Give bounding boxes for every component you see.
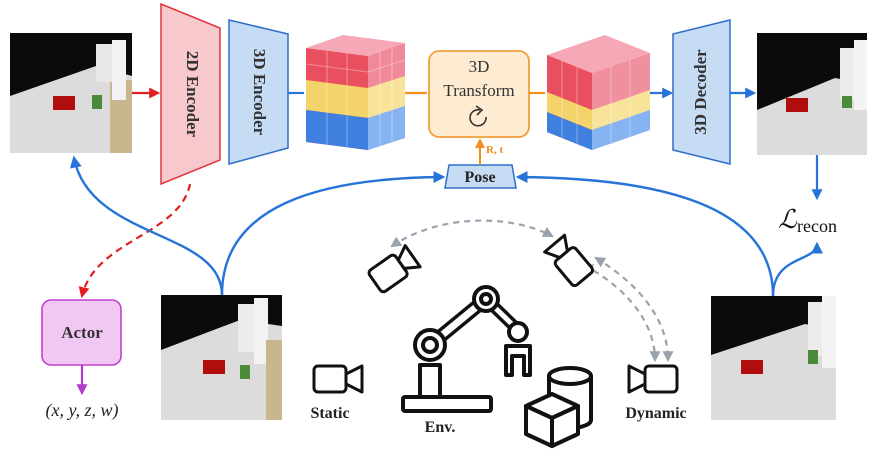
transform-line2: Transform <box>443 81 514 100</box>
actor-label: Actor <box>61 323 103 342</box>
static-camera-label: Static <box>310 405 349 422</box>
camera-icon <box>367 244 422 294</box>
arrow-dynamic-view-to-loss <box>771 241 823 297</box>
arrow-dynamic-view-to-pose <box>515 171 775 297</box>
encoder-3d-block: 3D Encoder <box>228 19 289 165</box>
encoder-3d-label: 3D Encoder <box>250 49 269 136</box>
camera-icon <box>312 364 364 394</box>
loss-subscript: recon <box>797 216 837 236</box>
transformed-voxel-cube <box>547 35 650 150</box>
camera-icon <box>543 233 594 288</box>
encoder-2d-block: 2D Encoder <box>160 2 221 186</box>
encoder-2d-label: 2D Encoder <box>183 51 202 138</box>
static-camera-view-image <box>161 295 282 420</box>
robot-arm-icon <box>401 285 532 413</box>
dynamic-camera-label: Dynamic <box>625 405 686 422</box>
input-scene-image <box>10 33 132 153</box>
pose-label: Pose <box>464 169 495 186</box>
environment-label: Env. <box>425 419 456 436</box>
flow-arrows <box>69 87 823 396</box>
decoder-3d-block: 3D Decoder <box>672 19 731 165</box>
reconstruction-loss: ℒ recon <box>778 205 837 236</box>
environment-group: Static Env. Dynamic <box>310 219 687 448</box>
reconstructed-scene-image <box>757 33 867 155</box>
actor-block: Actor <box>41 299 122 366</box>
pose-block: Pose <box>444 164 517 189</box>
decoder-3d-label: 3D Decoder <box>691 49 710 135</box>
cube-icon <box>524 392 580 448</box>
rotate-icon <box>469 105 487 127</box>
camera-icon <box>627 364 679 394</box>
actor-output-label: (x, y, z, w) <box>46 400 119 421</box>
arrow-static-view-to-input <box>69 155 224 296</box>
arrow-encoder-to-actor <box>78 183 192 299</box>
camera-motion-arrows <box>390 219 674 363</box>
transform-3d-block: 3D Transform <box>428 50 530 138</box>
dynamic-camera-view-image <box>711 296 836 420</box>
transform-line1: 3D <box>469 57 490 76</box>
arrow-static-view-to-pose <box>220 171 446 296</box>
voxel-feature-cube <box>305 35 406 150</box>
pose-param-label: R, t <box>486 144 503 156</box>
loss-symbol: ℒ <box>778 205 798 234</box>
